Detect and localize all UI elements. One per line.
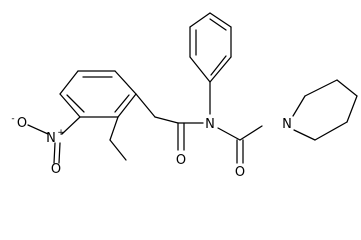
- nitro-o-minus-label: O: [17, 116, 27, 131]
- ring-inner-bond: [114, 94, 130, 113]
- ring-bond: [293, 129, 316, 141]
- ring-bond: [117, 93, 137, 118]
- methyl-bond: [109, 139, 127, 161]
- n-to-carbamoyl-bond: [217, 127, 241, 141]
- benzoyl-ring: [59, 70, 137, 118]
- ring-inner-bond: [210, 55, 227, 76]
- carbamoyl-carbonyl: O: [217, 125, 263, 180]
- amide-n-label: N: [205, 117, 215, 132]
- piperidine-ring: N: [282, 79, 358, 141]
- nitro-o-double-bond: [53, 142, 56, 164]
- ring-bond: [189, 56, 211, 83]
- nitro-plus-charge: +: [57, 128, 65, 138]
- piperidine-n-label: N: [282, 117, 292, 132]
- nitro-group: N + O - O: [11, 114, 81, 177]
- ring-inner-bond: [66, 94, 85, 113]
- carbamoyl-o-label: O: [235, 165, 245, 180]
- ring-bond: [209, 12, 232, 28]
- ring-bond: [346, 95, 358, 123]
- ring-bond: [209, 56, 232, 83]
- ring-bond: [59, 70, 79, 95]
- ring-bond: [189, 12, 211, 28]
- nitro-o-double-bond: [58, 142, 61, 164]
- molecule-drawing: N + O - O O N: [11, 12, 358, 180]
- nitro-o-top-label: O: [51, 162, 61, 177]
- benzoyl-carbonyl: O: [135, 93, 186, 168]
- carbamoyl-to-n-bond: [239, 125, 263, 141]
- ring-bond: [336, 79, 358, 97]
- carbonyl-to-n-bond: [154, 116, 179, 124]
- phenyl-ring: [189, 12, 232, 83]
- nitro-minus-charge: -: [11, 114, 14, 124]
- nitro-n-label: N: [46, 131, 56, 146]
- ring-bond: [292, 95, 306, 117]
- nitro-o-minus-bond: [27, 124, 49, 135]
- ring-inner-bond: [209, 18, 227, 31]
- ring-bond: [114, 70, 137, 95]
- ring-bond: [304, 79, 338, 97]
- benzoyl-o-label: O: [176, 153, 186, 168]
- methyl-bond: [109, 116, 119, 141]
- ring-bond: [59, 93, 81, 118]
- ring-to-carbonyl-bond: [135, 93, 156, 118]
- ring-bond: [314, 121, 348, 141]
- structure-canvas: N + O - O O N: [11, 12, 358, 180]
- nitro-bond: [61, 116, 81, 135]
